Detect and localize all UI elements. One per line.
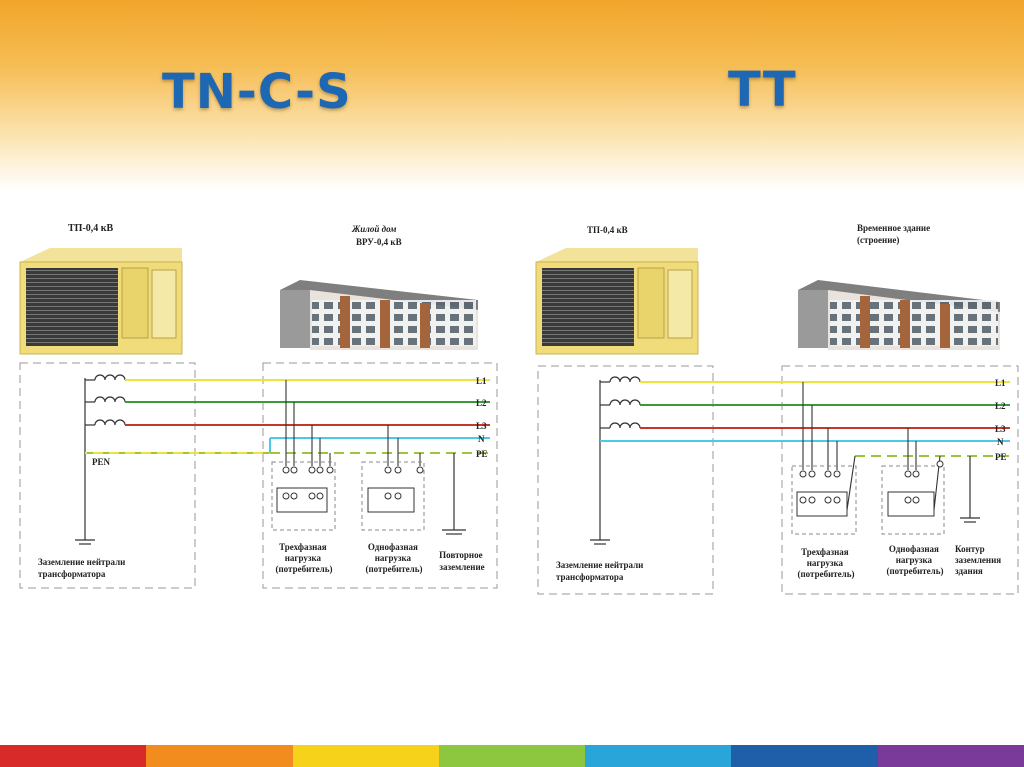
tncs-single-phase-load xyxy=(361,461,425,531)
tt-diagram: ТП-0,4 кВ Временное здание (строение) xyxy=(535,223,1019,595)
tncs-transformer-windings xyxy=(85,374,126,426)
tncs-building-image xyxy=(280,280,478,350)
tncs-single-phase-caption: Однофазная нагрузка (потребитель) xyxy=(365,542,422,574)
tncs-building-label-line1: Жилой дом xyxy=(351,224,396,234)
tncs-neutral-ground-symbol xyxy=(75,539,95,545)
tncs-repeat-ground-symbol xyxy=(442,529,466,535)
bottom-bar-segment xyxy=(731,745,878,767)
tt-building-label-line2: (строение) xyxy=(857,235,899,245)
tt-building-ground-symbol xyxy=(960,517,980,523)
tt-building-grounding-caption: Контур заземления здания xyxy=(955,544,1003,576)
bottom-color-bar xyxy=(0,745,1024,767)
tt-building-label-line1: Временное здание xyxy=(857,223,930,233)
slide-header-gradient xyxy=(0,0,1024,190)
tncs-neutral-grounding-caption: Заземление нейтрали трансформатора xyxy=(38,557,128,579)
tncs-building-label-line2: ВРУ-0,4 кВ xyxy=(356,237,402,247)
tncs-label-l3: L3 xyxy=(476,421,487,431)
tncs-label-l2: L2 xyxy=(476,398,487,408)
tncs-three-phase-load xyxy=(271,461,336,531)
tncs-label-pe: PE xyxy=(476,449,488,459)
title-tn-c-s: TN-C-S xyxy=(162,64,352,120)
tt-three-phase-drops xyxy=(802,382,838,470)
tt-building-boundary xyxy=(781,365,1019,595)
tncs-diagram: ТП-0,4 кВ Жилой дом ВРУ-0,4 кВ xyxy=(19,223,498,589)
tt-three-phase-load xyxy=(791,455,857,535)
tt-building-image xyxy=(798,280,1000,350)
tncs-label-n: N xyxy=(478,434,485,444)
tncs-three-phase-caption: Трехфазная нагрузка (потребитель) xyxy=(275,542,332,574)
tt-label-pe: PE xyxy=(995,452,1007,462)
tt-neutral-ground-symbol xyxy=(590,539,610,545)
bottom-bar-segment xyxy=(146,745,293,767)
tt-neutral-grounding-caption: Заземление нейтрали трансформатора xyxy=(556,560,646,582)
tncs-single-phase-drops xyxy=(387,425,421,466)
tt-substation-image xyxy=(535,248,699,355)
bottom-bar-segment xyxy=(0,745,147,767)
tt-single-phase-load xyxy=(881,455,945,535)
tt-substation-label: ТП-0,4 кВ xyxy=(587,225,628,235)
tt-three-phase-caption: Трехфазная нагрузка (потребитель) xyxy=(797,547,854,579)
title-tt: TT xyxy=(728,62,797,118)
bottom-bar-segment xyxy=(438,745,586,767)
tt-label-l1: L1 xyxy=(995,378,1006,388)
tncs-building-boundary xyxy=(262,362,498,589)
bottom-bar-segment xyxy=(585,745,732,767)
tt-substation-boundary xyxy=(537,365,714,595)
tt-single-phase-drops xyxy=(907,428,917,470)
tncs-substation-image xyxy=(19,248,183,355)
tt-label-n: N xyxy=(997,437,1004,447)
tncs-label-pen: PEN xyxy=(92,457,111,467)
tncs-substation-boundary xyxy=(19,362,196,589)
tncs-substation-label: ТП-0,4 кВ xyxy=(68,223,114,234)
tncs-three-phase-drops xyxy=(285,380,331,466)
tncs-label-l1: L1 xyxy=(476,376,487,386)
tt-single-phase-caption: Однофазная нагрузка (потребитель) xyxy=(886,544,943,576)
tt-label-l3: L3 xyxy=(995,424,1006,434)
bottom-bar-segment xyxy=(877,745,1024,767)
tt-label-l2: L2 xyxy=(995,401,1006,411)
tt-transformer-windings xyxy=(600,376,641,429)
tncs-repeat-grounding-caption: Повторное заземление xyxy=(439,550,485,572)
bottom-bar-segment xyxy=(292,745,439,767)
